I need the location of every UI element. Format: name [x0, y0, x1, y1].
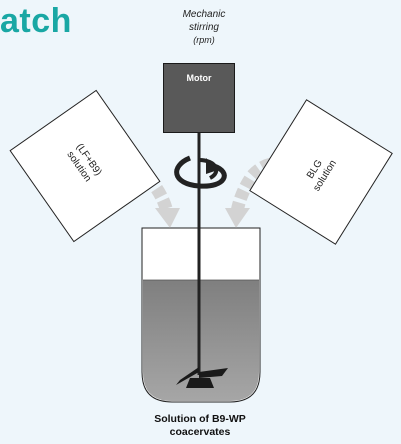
page-title-fragment: atch: [0, 2, 72, 40]
stirring-label: Mechanic stirring (rpm): [154, 8, 254, 47]
right-bottle-label: BLG solution: [284, 124, 357, 222]
caption-line1: Solution of B9-WP: [154, 413, 246, 425]
stirring-label-line1: Mechanic: [182, 9, 226, 20]
left-bottle-label: (LF+B9) solution: [44, 114, 123, 213]
motor-label: Motor: [186, 73, 212, 83]
stirring-unit: (rpm): [193, 35, 215, 45]
beaker: [141, 227, 261, 403]
beaker-liquid: [143, 280, 259, 401]
stirring-label-line2: stirring: [188, 22, 219, 33]
beaker-caption: Solution of B9-WP coacervates: [120, 413, 280, 439]
motor-box: Motor: [163, 63, 235, 133]
impeller: [176, 367, 228, 388]
rotation-arrow-icon: [174, 155, 227, 189]
caption-line2: coacervates: [169, 426, 231, 438]
